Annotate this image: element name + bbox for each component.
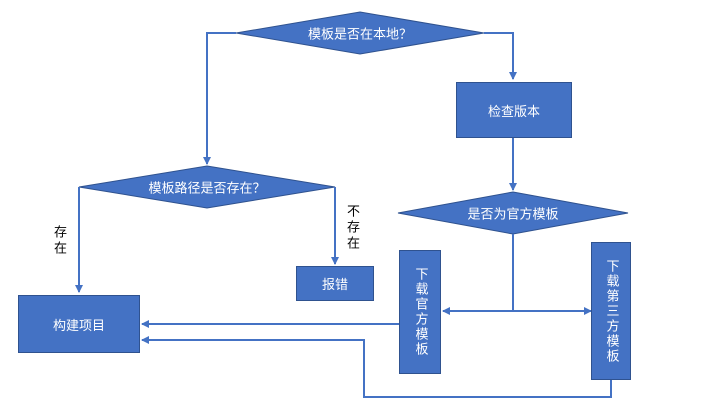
arrow-local-yes (203, 32, 236, 165)
error-box: 报错 (296, 266, 374, 301)
download-official-box: 下载官方模板 (399, 250, 441, 374)
q-path-exists-label: 模板路径是否存在？ (148, 181, 266, 197)
check-version-box: 检查版本 (456, 82, 572, 138)
arrow-thirdparty-build (141, 336, 612, 398)
build-project-box: 构建项目 (18, 295, 140, 353)
q-local-label: 模板是否在本地？ (307, 27, 413, 43)
edge-label-not-exists: 不存在 (344, 204, 359, 252)
download-thirdparty-box: 下载第三方模板 (591, 242, 631, 380)
q-official-label: 是否为官方模板 (467, 207, 559, 223)
arrow-local-no (484, 32, 517, 80)
diamond-q-local (235, 11, 485, 55)
edge-label-exists: 存在 (51, 225, 66, 257)
diamond-q-path-exists (78, 165, 336, 209)
